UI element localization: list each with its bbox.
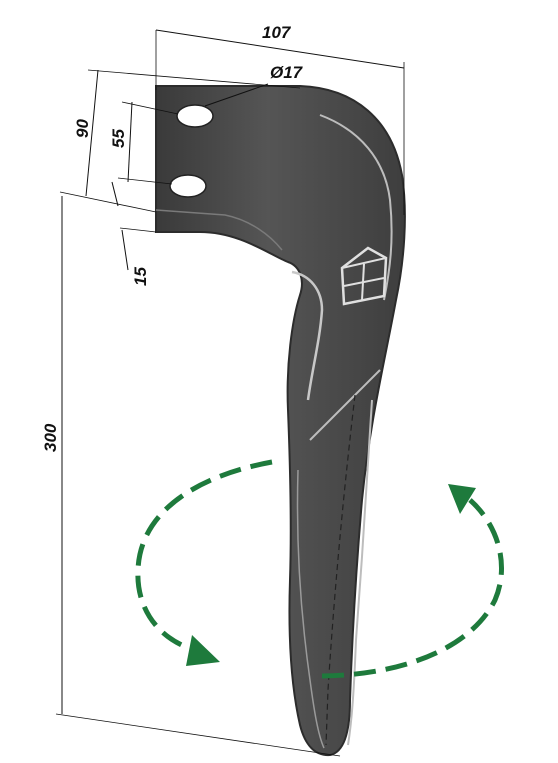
dim-hole-diameter-label: Ø17 <box>270 63 304 82</box>
dimension-lines <box>55 29 405 757</box>
mount-face <box>155 209 283 251</box>
house-box-logo-icon <box>340 246 388 306</box>
edge-highlight-left <box>296 469 325 749</box>
dim-hole-spacing-label: 55 <box>109 129 128 148</box>
edge-highlight-inner <box>291 270 324 401</box>
rotation-arc-right <box>321 498 504 679</box>
rotation-arrowhead-right <box>448 484 476 514</box>
rotation-arc-left <box>135 459 273 653</box>
mounting-hole-upper <box>176 104 214 128</box>
dim-width-label: 107 <box>262 23 292 42</box>
dim-thickness-label: 15 <box>131 267 150 286</box>
tine-blade <box>155 85 406 757</box>
edge-highlight-twist <box>309 369 381 441</box>
rotation-arrowhead-left <box>186 635 220 666</box>
edge-highlight-right <box>347 399 373 746</box>
mounting-hole-lower <box>169 174 207 198</box>
rotation-arrows-icon <box>135 459 504 679</box>
blade-shape <box>155 85 406 757</box>
dim-length-label: 300 <box>41 423 60 452</box>
edge-highlight-upper <box>319 114 393 301</box>
dim-mount-height-label: 90 <box>73 119 92 138</box>
